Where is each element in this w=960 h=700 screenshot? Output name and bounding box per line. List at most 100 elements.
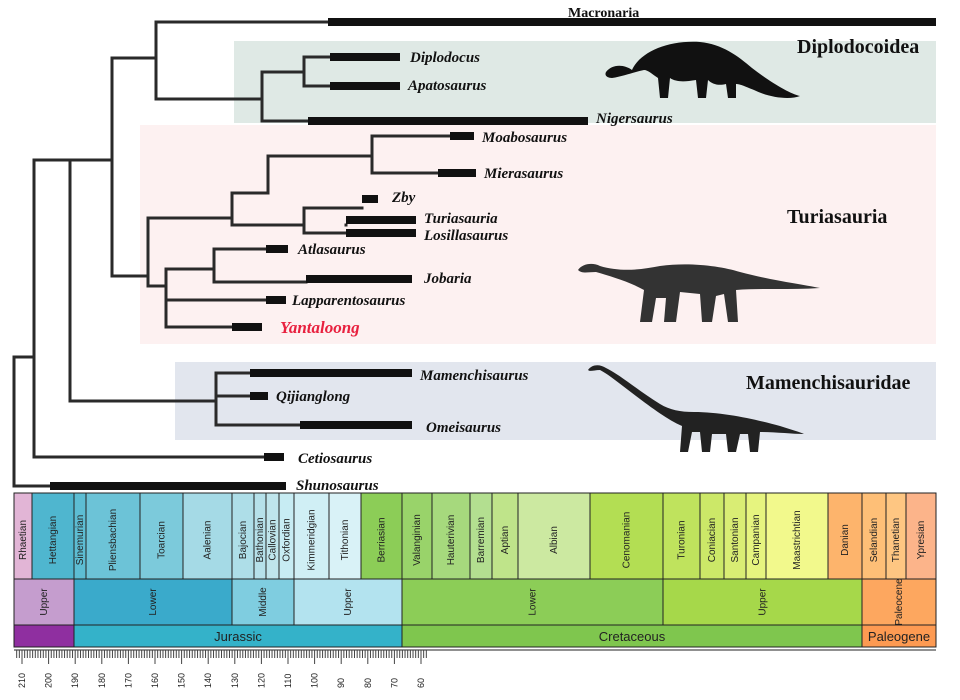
tick-label: 180 xyxy=(97,673,107,688)
stage-cell xyxy=(293,492,330,580)
stage-label: Berriasian xyxy=(377,517,388,562)
range-moabosaurus xyxy=(450,132,474,140)
diplodocid-silhouette xyxy=(605,41,800,98)
range-jobaria xyxy=(306,275,412,283)
stage-label: Bathonian xyxy=(255,517,266,562)
mamenchisaur-silhouette xyxy=(588,365,804,452)
range-turiasauria xyxy=(346,216,416,224)
taxon-label-qijianglong: Qijianglong xyxy=(276,389,351,405)
stage-cell xyxy=(517,492,591,580)
period-cell xyxy=(13,624,75,648)
epoch-label: Upper xyxy=(758,588,769,616)
taxon-label-macronaria: Macronaria xyxy=(568,6,639,21)
range-lapparentosaurus xyxy=(266,296,286,304)
stage-label: Campanian xyxy=(751,514,762,565)
epoch-label: Middle xyxy=(258,587,269,617)
taxon-label-moabosaurus: Moabosaurus xyxy=(481,130,567,146)
taxon-label-jobaria: Jobaria xyxy=(423,271,472,287)
tick-label: 70 xyxy=(389,678,399,688)
taxon-label-losillasaurus: Losillasaurus xyxy=(423,228,508,244)
range-nigersaurus xyxy=(308,117,588,125)
epoch-cell xyxy=(73,578,233,626)
epoch-label: Upper xyxy=(39,588,50,616)
range-shunosaurus xyxy=(50,482,286,490)
tick-label: 200 xyxy=(44,673,54,688)
tick-label: 190 xyxy=(70,673,80,688)
tick-label: 140 xyxy=(203,673,213,688)
stage-label: Albian xyxy=(549,526,560,554)
taxon-label-shunosaurus: Shunosaurus xyxy=(296,478,379,494)
tick-label: 130 xyxy=(230,673,240,688)
stage-label: Coniacian xyxy=(707,518,718,562)
epoch-cell xyxy=(662,578,863,626)
taxon-label-cetiosaurus: Cetiosaurus xyxy=(298,451,372,467)
taxon-label-atlasaurus: Atlasaurus xyxy=(297,242,366,258)
stage-label: Hettangian xyxy=(48,516,59,564)
clade-label-turiasauria: Turiasauria xyxy=(787,206,887,228)
stage-label: Oxfordian xyxy=(282,518,293,561)
tick-label: 60 xyxy=(416,678,426,688)
stage-cell xyxy=(31,492,75,580)
stage-label: Callovian xyxy=(268,519,279,560)
stage-cell xyxy=(861,492,887,580)
period-label: Paleogene xyxy=(868,629,930,644)
taxon-label-diplodocus: Diplodocus xyxy=(409,50,480,66)
stage-label: Toarcian xyxy=(157,521,168,559)
tick-label: 210 xyxy=(17,673,27,688)
tick-label: 90 xyxy=(336,678,346,688)
stage-cell xyxy=(182,492,233,580)
period-label: Cretaceous xyxy=(599,629,666,644)
stage-label: Barremian xyxy=(476,517,487,563)
tick-label: 100 xyxy=(310,673,320,688)
tick-label: 160 xyxy=(150,673,160,688)
stage-label: Sinemurian xyxy=(75,515,86,566)
epoch-label: Paleocene xyxy=(894,578,905,626)
range-zby xyxy=(362,195,378,203)
stage-label: Valanginian xyxy=(412,514,423,566)
stage-label: Rhaetian xyxy=(18,520,29,560)
epoch-label: Lower xyxy=(528,588,539,616)
tick-row: 210 200 190 180 170 160 150 140 130 120 110 100 90 80… xyxy=(14,649,936,688)
tick-label: 80 xyxy=(363,678,373,688)
clade-label-diplodocoidea: Diplodocoidea xyxy=(797,36,919,58)
range-bars xyxy=(50,18,936,490)
stage-label: Selandian xyxy=(869,518,880,562)
stage-label: Cenomanian xyxy=(622,512,633,569)
stage-cell xyxy=(85,492,141,580)
turiasaur-silhouette xyxy=(578,263,820,322)
range-apatosaurus xyxy=(330,82,400,90)
range-mierasaurus xyxy=(438,169,476,177)
range-yantaloong xyxy=(232,323,262,331)
stage-cell xyxy=(589,492,664,580)
stage-label: Hauterivian xyxy=(446,515,457,566)
taxon-label-mierasaurus: Mierasaurus xyxy=(483,166,563,182)
stage-label: Thanetian xyxy=(891,518,902,562)
stage-label: Ypresian xyxy=(916,521,927,560)
tree-branches xyxy=(12,20,452,488)
stage-label: Santonian xyxy=(730,517,741,562)
range-diplodocus xyxy=(330,53,400,61)
epoch-label: Upper xyxy=(343,588,354,616)
taxon-label-yantaloong: Yantaloong xyxy=(280,318,360,337)
taxon-label-mamenchisaurus: Mamenchisaurus xyxy=(419,368,529,384)
tick-label: 170 xyxy=(123,673,133,688)
tick-label: 120 xyxy=(256,673,266,688)
tick-label: 150 xyxy=(177,673,187,688)
taxon-label-zby: Zby xyxy=(391,190,416,206)
clade-label-mamenchisauridae: Mamenchisauridae xyxy=(746,372,911,394)
tick-label: 110 xyxy=(283,674,293,688)
stage-label: Bajocian xyxy=(238,521,249,559)
stage-label: Aalenian xyxy=(203,521,214,560)
turiasauria-box xyxy=(140,125,936,344)
stage-label: Turonian xyxy=(677,520,688,559)
range-mamenchisaurus xyxy=(250,369,412,377)
epoch-cell xyxy=(293,578,403,626)
period-cell xyxy=(861,624,937,648)
taxon-label-lapparentosaurus: Lapparentosaurus xyxy=(291,293,406,309)
range-cetiosaurus xyxy=(264,453,284,461)
range-losillasaurus xyxy=(346,229,416,237)
